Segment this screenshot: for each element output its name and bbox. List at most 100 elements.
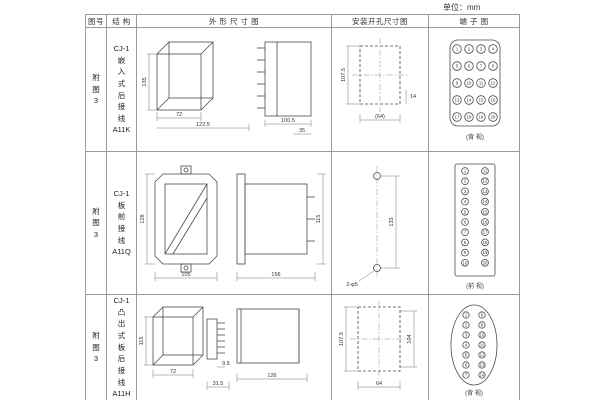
svg-text:3: 3: [464, 189, 467, 194]
terminal-block-outline: [454, 163, 496, 277]
svg-text:18: 18: [483, 240, 488, 245]
svg-text:5: 5: [464, 209, 467, 214]
structure-row1: CJ-1 嵌 入 式 后 接 线 A11K: [107, 28, 137, 152]
dim-label: 115: [139, 337, 145, 346]
dimension-lines: [147, 53, 312, 135]
dim-label: 107.5: [341, 68, 347, 82]
svg-text:3: 3: [480, 47, 483, 52]
dim-label: 135: [142, 77, 148, 86]
svg-text:10: 10: [463, 260, 468, 265]
spec-table: 图号 结 构 外 形 尺 寸 图 安装开孔尺寸图 端 子 图 附 图 3 CJ-…: [85, 14, 520, 400]
svg-text:7: 7: [465, 373, 468, 378]
dim-label: 100.5: [281, 118, 295, 124]
fig-number-row1: 附 图 3: [86, 28, 107, 152]
svg-text:9: 9: [481, 323, 484, 328]
svg-text:14: 14: [483, 199, 488, 204]
svg-text:8: 8: [464, 240, 467, 245]
terminal-circles: [462, 311, 486, 379]
svg-text:20: 20: [483, 260, 488, 265]
dim-label: 104: [407, 334, 413, 343]
svg-text:20: 20: [491, 115, 496, 120]
rear-connector-view: [206, 318, 225, 360]
svg-text:7: 7: [464, 230, 467, 235]
dimension-lines: [346, 45, 407, 123]
terminal-circles: [452, 44, 498, 122]
svg-text:8: 8: [492, 64, 495, 69]
svg-text:1: 1: [456, 47, 459, 52]
relay-side-view: [257, 41, 312, 117]
svg-text:8: 8: [481, 313, 484, 318]
svg-text:10: 10: [467, 81, 472, 86]
install-cell-row2: 133 2-φ5: [332, 152, 429, 295]
unit-label: 单位：mm: [443, 3, 481, 12]
svg-text:12: 12: [480, 353, 485, 358]
dim-label: 133: [389, 217, 395, 226]
svg-text:15: 15: [483, 209, 488, 214]
svg-text:19: 19: [479, 115, 484, 120]
dimension-lines: [144, 316, 308, 390]
svg-text:9: 9: [456, 81, 459, 86]
dimension-lines: [344, 306, 417, 390]
svg-text:6: 6: [468, 64, 471, 69]
dim-label: 72: [176, 112, 182, 118]
svg-text:6: 6: [464, 220, 467, 225]
svg-text:7: 7: [480, 64, 483, 69]
svg-text:4: 4: [464, 199, 467, 204]
view-caption: (背 视): [466, 133, 484, 141]
svg-text:9: 9: [464, 250, 467, 255]
relay-side-view: [236, 308, 300, 364]
svg-text:6: 6: [465, 363, 468, 368]
svg-text:15: 15: [479, 98, 484, 103]
dimension-lines: [145, 173, 326, 281]
dim-label: 31.5: [213, 381, 224, 387]
terminal-block-outline: [450, 304, 498, 386]
svg-text:13: 13: [480, 363, 485, 368]
center-lines: [352, 38, 408, 112]
header-structure: 结 构: [107, 15, 137, 28]
header-install: 安装开孔尺寸图: [332, 15, 429, 28]
svg-text:5: 5: [465, 353, 468, 358]
outline-drawing-a11q: 128 105 156 115: [140, 165, 326, 281]
dim-label: 9.5: [222, 361, 230, 367]
svg-text:1: 1: [465, 313, 468, 318]
dim-label: 126: [267, 373, 276, 379]
svg-text:17: 17: [455, 115, 460, 120]
dim-label: (64): [375, 114, 385, 120]
svg-text:11: 11: [479, 81, 484, 86]
svg-text:17: 17: [483, 230, 488, 235]
outline-cell-row3: 115 72 9.5 31.5 126: [137, 295, 332, 400]
view-caption: (前 视): [466, 282, 484, 290]
relay-side-view: [236, 173, 315, 265]
dim-label: 156: [271, 272, 280, 278]
dim-label: 105: [181, 272, 190, 278]
outline-cell-row2: 128 105 156 115: [137, 152, 332, 295]
svg-text:14: 14: [467, 98, 472, 103]
svg-text:4: 4: [465, 343, 468, 348]
fig-number-row2: 附 图 3: [86, 152, 107, 295]
dim-label: 128: [140, 214, 146, 223]
outline-cell-row1: 135 72 122.5 100.5 35: [137, 28, 332, 152]
mounting-holes: [373, 172, 381, 272]
dim-label: 35: [299, 128, 305, 134]
relay-front-axon-view: [152, 306, 204, 366]
svg-text:1: 1: [464, 169, 467, 174]
svg-text:4: 4: [492, 47, 495, 52]
svg-text:11: 11: [480, 343, 485, 348]
install-drawing-a11h: 107.5 104 64: [339, 301, 417, 390]
terminal-circles: [461, 167, 489, 267]
dim-label: 122.5: [196, 122, 210, 128]
hole-spec-label: 2-φ5: [346, 282, 358, 288]
outline-drawing-a11k: 135 72 122.5 100.5 35: [142, 41, 312, 135]
svg-text:16: 16: [491, 98, 496, 103]
svg-text:5: 5: [456, 64, 459, 69]
install-drawing-a11k: 107.5 14 (64): [341, 38, 416, 123]
svg-text:2: 2: [465, 323, 468, 328]
svg-text:13: 13: [483, 189, 488, 194]
dim-label: 64: [376, 381, 382, 387]
